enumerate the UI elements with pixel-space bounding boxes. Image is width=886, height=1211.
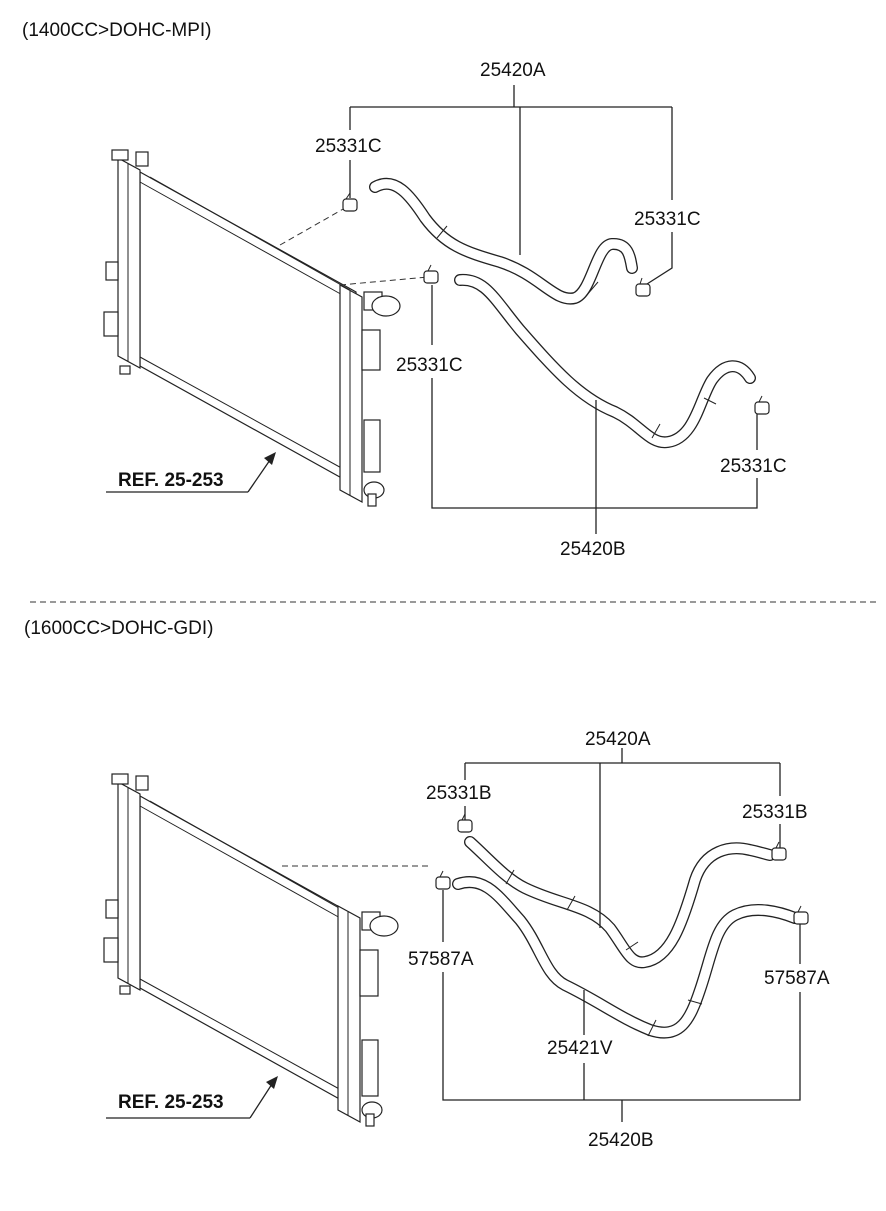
- section-1400cc: (1400CC>DOHC-MPI): [22, 20, 787, 560]
- part-label-hose-assy: 25420A: [480, 60, 546, 81]
- part-label-clamp: 25331B: [742, 802, 808, 823]
- part-label-hose-assy: 25420B: [560, 539, 626, 560]
- section-title: (1400CC>DOHC-MPI): [22, 20, 212, 41]
- radiator-illustration: [103, 773, 399, 1127]
- hose-clamp-icon: [771, 841, 787, 861]
- lower-oil-cooler-hose: [454, 273, 756, 449]
- reference-arrow: REF. 25-253: [106, 1076, 278, 1119]
- upper-oil-cooler-hose: [369, 177, 638, 305]
- lower-oil-cooler-hose: [452, 876, 801, 1039]
- part-label-hose: 25421V: [547, 1038, 613, 1059]
- part-label-hose-assy: 25420B: [588, 1130, 654, 1151]
- part-label-clamp: 25331C: [315, 136, 382, 157]
- reference-label: REF. 25-253: [118, 470, 224, 491]
- part-label-clamp: 25331C: [720, 456, 787, 477]
- hose-clamp-icon: [635, 277, 651, 297]
- reference-arrow: REF. 25-253: [106, 452, 276, 493]
- section-title: (1600CC>DOHC-GDI): [24, 618, 214, 639]
- radiator-illustration: [103, 149, 401, 507]
- hose-clamp-icon: [754, 395, 770, 415]
- part-label-clamp: 57587A: [764, 968, 830, 989]
- reference-label: REF. 25-253: [118, 1092, 224, 1113]
- upper-oil-cooler-hose: [464, 836, 776, 969]
- part-label-clamp: 25331C: [634, 209, 701, 230]
- part-label-clamp: 25331B: [426, 783, 492, 804]
- hose-clamp-icon: [793, 905, 809, 925]
- section-1600cc: (1600CC>DOHC-GDI): [24, 618, 830, 1151]
- part-label-clamp: 25331C: [396, 355, 463, 376]
- part-label-clamp: 57587A: [408, 949, 474, 970]
- hose-clamp-icon: [435, 870, 451, 890]
- hose-clamp-icon: [423, 264, 439, 284]
- part-label-hose-assy: 25420A: [585, 729, 651, 750]
- hose-clamp-icon: [342, 192, 358, 212]
